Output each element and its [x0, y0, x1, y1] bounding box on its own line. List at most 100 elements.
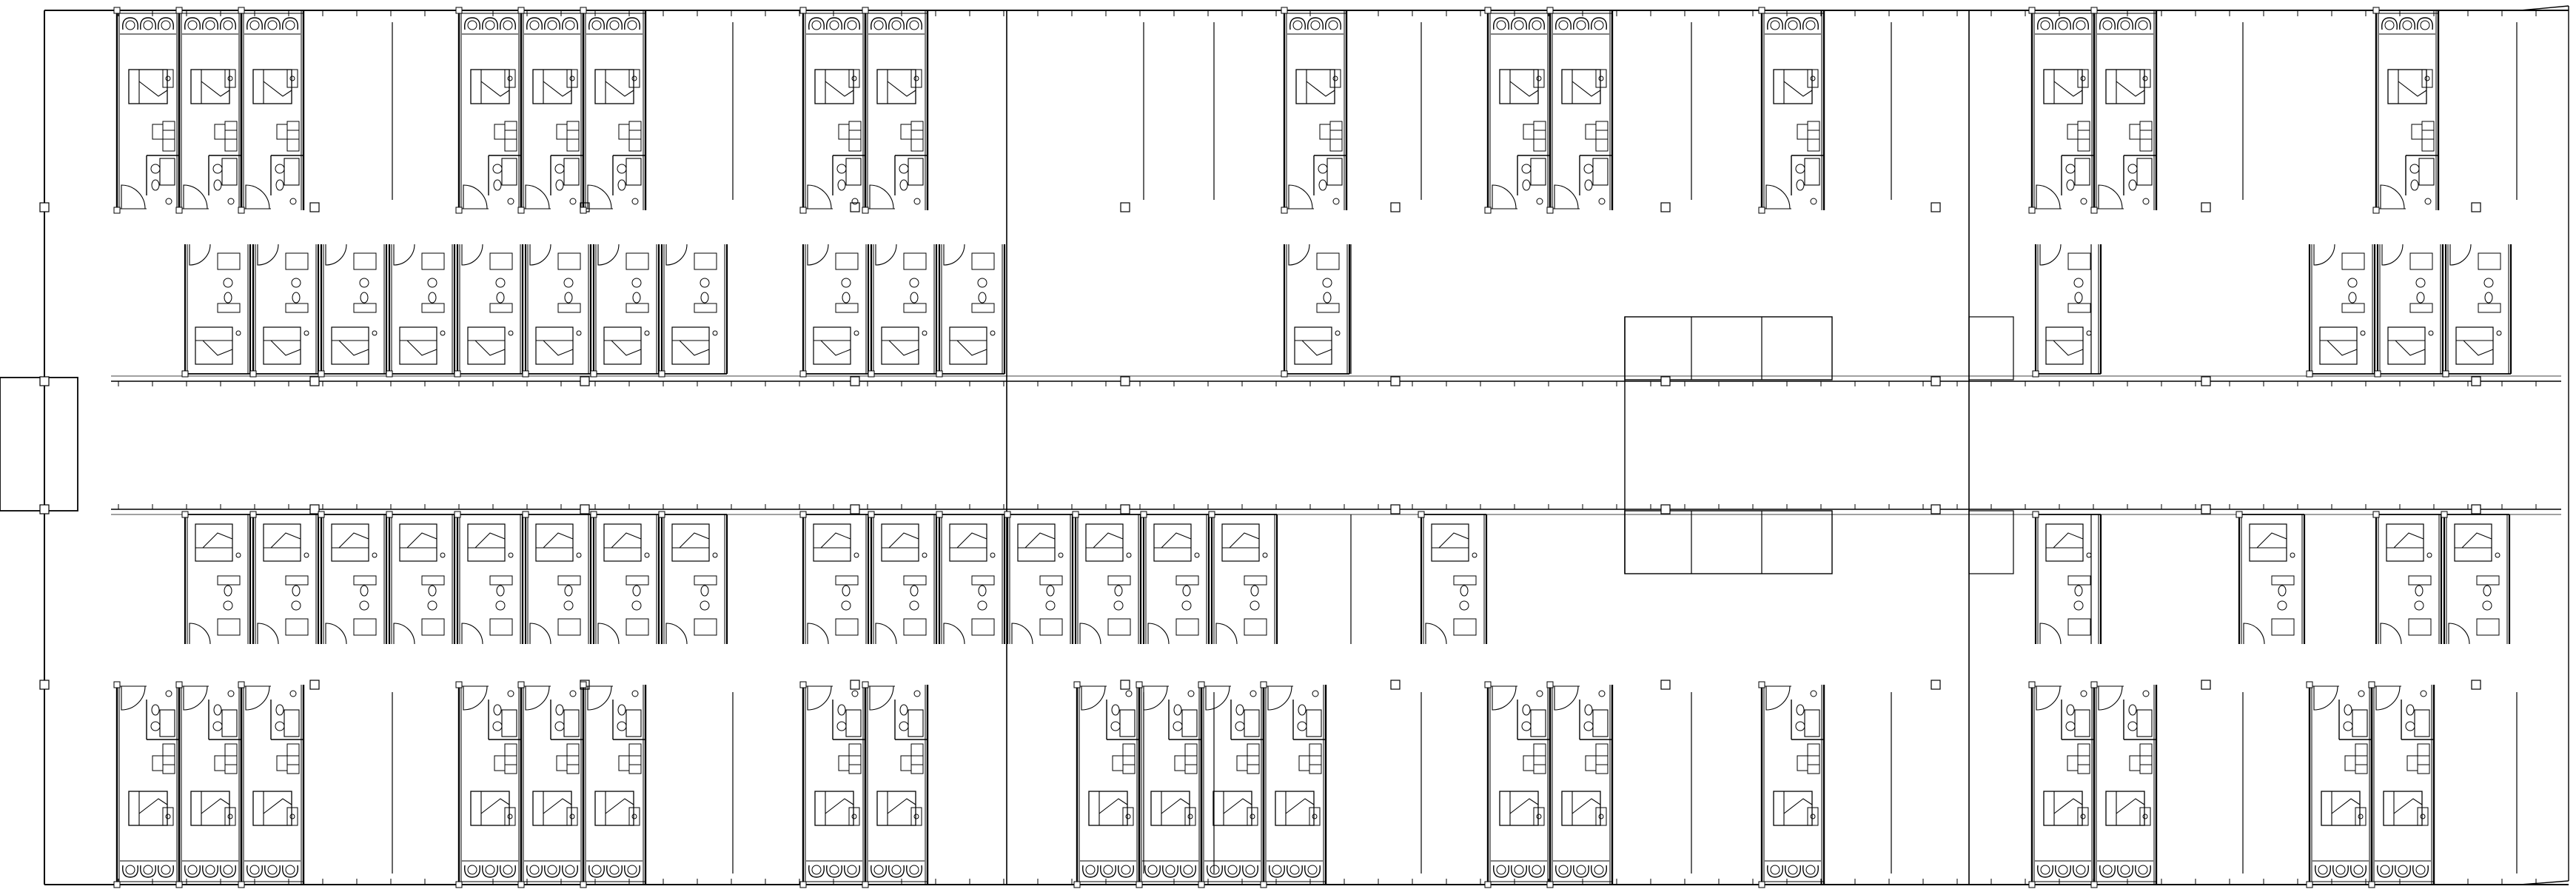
column-marker — [1758, 207, 1765, 214]
bed — [594, 69, 640, 104]
lamp — [2142, 76, 2148, 81]
toilet — [842, 292, 851, 304]
chair-seat — [161, 865, 171, 875]
guest-room-unit-short — [590, 244, 660, 378]
bed-frame — [1294, 326, 1332, 365]
lamp — [1194, 552, 1200, 558]
wardrobe — [566, 743, 580, 774]
guest-room-unit-short — [181, 244, 252, 378]
nightstand — [628, 69, 640, 88]
bathtub — [563, 709, 580, 737]
door-swing-arc — [807, 244, 829, 266]
chair-arc — [624, 865, 640, 878]
column-marker — [181, 370, 189, 378]
guest-room-unit-short — [454, 511, 524, 645]
lamp — [1536, 814, 1542, 819]
toilet — [493, 179, 502, 191]
nightstand — [1122, 807, 1134, 826]
door-swing-arc — [587, 184, 612, 209]
bathtub — [2074, 158, 2090, 186]
lamp — [1058, 552, 1064, 558]
sink — [2277, 600, 2287, 611]
balcony-chairs — [2377, 865, 2429, 878]
column — [1120, 202, 1130, 212]
chair-seat — [249, 865, 260, 875]
chair-arc — [1573, 865, 1589, 878]
chair-arc — [2350, 865, 2367, 878]
bed-cover — [263, 791, 292, 825]
bed-frame — [603, 326, 642, 365]
bathroom — [1168, 690, 1201, 740]
bed-cover — [814, 532, 851, 549]
drain — [851, 690, 859, 697]
chair-seat — [1165, 865, 1175, 875]
door-swing-arc — [393, 244, 415, 266]
chair-arc — [1591, 17, 1607, 30]
toilet — [564, 292, 573, 304]
chair-seat — [2420, 20, 2430, 30]
bathroom — [1517, 690, 1550, 740]
guest-room-unit-short — [318, 511, 388, 645]
door-swing-arc — [807, 623, 829, 645]
chair-arc — [2037, 17, 2053, 30]
wardrobe-shelves — [225, 130, 237, 140]
toilet — [564, 585, 573, 597]
bathtub — [625, 158, 642, 186]
guest-room-unit-short — [1140, 511, 1210, 645]
balcony-chairs — [588, 17, 640, 30]
bed-frame — [1499, 791, 1539, 826]
bathroom — [612, 155, 645, 205]
lamp — [235, 552, 241, 558]
room-row-top-c — [799, 7, 929, 214]
door-swing-arc — [597, 623, 620, 645]
entry-door — [1553, 685, 1580, 711]
chair-seat — [591, 20, 602, 30]
drain — [165, 690, 172, 697]
column-marker — [2090, 7, 2098, 14]
nightstand — [1309, 807, 1321, 826]
sink — [563, 600, 574, 611]
nightstand — [628, 807, 640, 826]
bathroom — [2405, 155, 2438, 205]
tv-counter — [900, 755, 912, 771]
chair-seat — [125, 20, 135, 30]
entry-door — [182, 685, 209, 711]
chair-seat — [1558, 20, 1569, 30]
column-marker — [1140, 511, 1147, 518]
guest-room-unit-short — [522, 244, 592, 378]
sink — [359, 278, 369, 288]
chair-arc — [282, 865, 298, 878]
bed — [190, 791, 236, 826]
toilet — [1796, 704, 1805, 716]
sink — [1181, 600, 1192, 611]
door-swing-arc — [807, 685, 832, 711]
bathtub — [625, 618, 649, 636]
chair-seat — [547, 20, 557, 30]
entry-door — [462, 184, 489, 209]
column-marker — [1136, 881, 1143, 888]
column — [2471, 680, 2481, 690]
bed-cover — [605, 70, 634, 104]
chair-seat — [267, 865, 278, 875]
column-marker — [1418, 511, 1425, 518]
guest-room-unit — [2372, 7, 2440, 214]
wardrobe — [1533, 743, 1546, 774]
column — [39, 504, 50, 514]
bed-cover — [264, 340, 301, 356]
core-box — [1624, 316, 1833, 380]
bed-frame — [535, 326, 574, 365]
bathroom — [2401, 690, 2434, 740]
guest-room-unit-short — [2306, 244, 2376, 378]
sink — [1173, 721, 1183, 731]
bed-frame — [532, 69, 572, 104]
bathtub — [159, 158, 175, 186]
chair-seat — [873, 20, 884, 30]
sink — [977, 600, 987, 611]
door-swing-arc — [1554, 685, 1579, 711]
sink — [1235, 721, 1245, 731]
toilet — [1796, 179, 1805, 191]
chair-seat — [829, 865, 839, 875]
wardrobe — [1329, 121, 1343, 152]
drain — [569, 690, 577, 697]
bed-frame — [594, 69, 634, 104]
